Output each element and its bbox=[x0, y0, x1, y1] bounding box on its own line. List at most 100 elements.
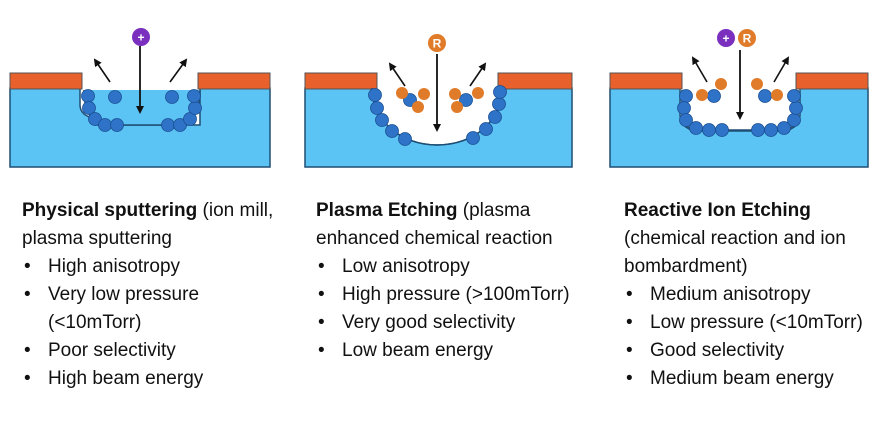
mask-right bbox=[497, 72, 573, 90]
ion-icon: + bbox=[132, 28, 150, 46]
radical-icon: R bbox=[428, 34, 446, 52]
panel-title-rest: (ion mill, plasma sputtering bbox=[22, 200, 274, 249]
radical bbox=[751, 78, 763, 90]
substrate bbox=[304, 87, 573, 168]
atom bbox=[82, 101, 96, 115]
panel-title: Reactive Ion Etching (chemical reaction … bbox=[624, 197, 874, 281]
list-item: High anisotropy bbox=[22, 253, 292, 281]
radical bbox=[696, 89, 708, 101]
atom bbox=[370, 101, 384, 115]
radical bbox=[418, 88, 430, 100]
physical-sputtering-text: Physical sputtering (ion mill, plasma sp… bbox=[22, 197, 292, 393]
ion-icon: + bbox=[717, 29, 735, 47]
list-item: Medium anisotropy bbox=[624, 281, 874, 309]
mask-right bbox=[795, 72, 869, 90]
property-list: High anisotropy Very low pressure (<10mT… bbox=[22, 253, 292, 393]
svg-text:R: R bbox=[743, 32, 752, 46]
list-item: Poor selectivity bbox=[22, 337, 292, 365]
mask-left bbox=[609, 72, 683, 90]
list-item: Medium beam energy bbox=[624, 365, 874, 393]
list-item: Low pressure (<10mTorr) bbox=[624, 309, 874, 337]
atom bbox=[758, 89, 772, 103]
radical bbox=[715, 78, 727, 90]
svg-text:R: R bbox=[433, 37, 442, 51]
atom bbox=[689, 121, 703, 135]
etching-diagrams: + bbox=[9, 28, 869, 168]
atom bbox=[715, 123, 729, 137]
ejected-atom-arrow-right bbox=[169, 58, 188, 83]
reactive-ion-etching-diagram: + R bbox=[609, 29, 869, 168]
mask-right bbox=[197, 72, 271, 90]
plasma-etching-diagram: R bbox=[304, 34, 573, 168]
panel-title-rest: (chemical reaction and ion bombardment) bbox=[624, 228, 846, 277]
atom bbox=[479, 122, 493, 136]
atom bbox=[81, 89, 95, 103]
list-item: High beam energy bbox=[22, 365, 292, 393]
reactive-radicals bbox=[396, 87, 484, 113]
atom bbox=[188, 101, 202, 115]
atom bbox=[88, 112, 102, 126]
property-list: Medium anisotropy Low pressure (<10mTorr… bbox=[624, 281, 874, 393]
atom bbox=[403, 93, 417, 107]
list-item: Very good selectivity bbox=[316, 309, 586, 337]
atom bbox=[368, 88, 382, 102]
reactive-radicals bbox=[696, 78, 783, 101]
byproduct-arrow-left bbox=[388, 62, 406, 87]
atom bbox=[108, 90, 122, 104]
atom bbox=[459, 93, 473, 107]
atom bbox=[764, 123, 778, 137]
panel-title: Plasma Etching (plasma enhanced chemical… bbox=[316, 197, 586, 253]
panel-title-bold: Physical sputtering bbox=[22, 200, 198, 221]
list-item: Very low pressure (<10mTorr) bbox=[22, 281, 292, 337]
list-item: Good selectivity bbox=[624, 337, 874, 365]
byproduct-arrow-right bbox=[773, 56, 790, 83]
atom bbox=[707, 89, 721, 103]
radical bbox=[472, 87, 484, 99]
radical bbox=[396, 87, 408, 99]
mask-left bbox=[304, 72, 378, 90]
plasma-etching-text: Plasma Etching (plasma enhanced chemical… bbox=[316, 197, 586, 365]
atom bbox=[787, 89, 801, 103]
physical-sputtering-diagram: + bbox=[9, 28, 271, 168]
radical bbox=[451, 101, 463, 113]
list-item: Low anisotropy bbox=[316, 253, 586, 281]
atom bbox=[173, 118, 187, 132]
surface-atoms bbox=[368, 85, 507, 146]
atom bbox=[679, 89, 693, 103]
atom bbox=[492, 97, 506, 111]
radical bbox=[449, 88, 461, 100]
svg-text:+: + bbox=[137, 31, 144, 45]
surface-atoms bbox=[677, 89, 803, 137]
surface-atoms bbox=[81, 89, 202, 132]
list-item: Low beam energy bbox=[316, 337, 586, 365]
atom bbox=[787, 113, 801, 127]
atom bbox=[375, 113, 389, 127]
panel-title-rest: (plasma enhanced chemical reaction bbox=[316, 200, 553, 249]
atom bbox=[466, 131, 480, 145]
atom bbox=[751, 123, 765, 137]
atom bbox=[161, 118, 175, 132]
atom bbox=[789, 101, 803, 115]
radical bbox=[412, 101, 424, 113]
atom bbox=[398, 132, 412, 146]
panel-title: Physical sputtering (ion mill, plasma sp… bbox=[22, 197, 292, 253]
panel-title-bold: Reactive Ion Etching bbox=[624, 200, 811, 221]
atom bbox=[385, 124, 399, 138]
atom bbox=[677, 101, 691, 115]
atom bbox=[98, 118, 112, 132]
radical-icon: R bbox=[738, 29, 756, 47]
atom bbox=[110, 118, 124, 132]
reactive-ion-etching-text: Reactive Ion Etching (chemical reaction … bbox=[624, 197, 874, 393]
substrate bbox=[609, 87, 869, 168]
panel-title-bold: Plasma Etching bbox=[316, 200, 458, 221]
atom bbox=[187, 89, 201, 103]
byproduct-arrow-right bbox=[469, 62, 487, 87]
atom bbox=[493, 85, 507, 99]
atom bbox=[165, 90, 179, 104]
list-item: High pressure (>100mTorr) bbox=[316, 281, 586, 309]
atom bbox=[777, 121, 791, 135]
mask-left bbox=[9, 72, 83, 90]
property-list: Low anisotropy High pressure (>100mTorr)… bbox=[316, 253, 586, 365]
byproduct-arrow-left bbox=[691, 56, 708, 83]
radical bbox=[771, 89, 783, 101]
